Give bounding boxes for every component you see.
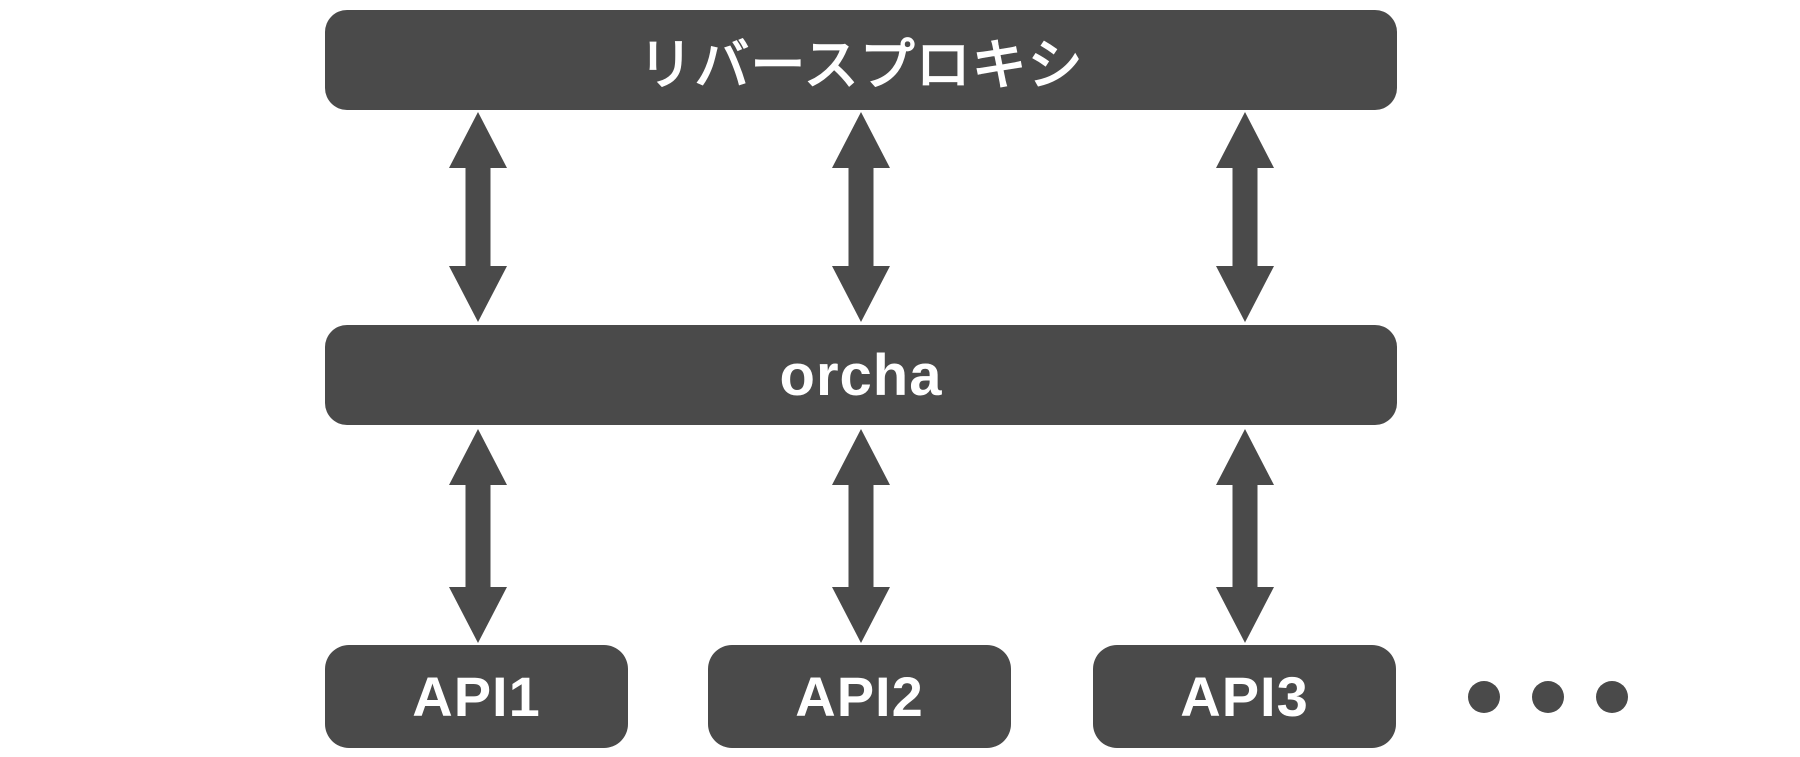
orcha-label: orcha xyxy=(779,342,943,408)
api2-label: API2 xyxy=(795,665,924,728)
arrow-proxy-orcha-3 xyxy=(1215,112,1275,322)
ellipsis-dot xyxy=(1468,681,1500,713)
node-reverse-proxy: リバースプロキシ xyxy=(325,10,1397,110)
arrow-shaft xyxy=(465,481,491,591)
api1-label: API1 xyxy=(412,665,541,728)
api3-label: API3 xyxy=(1180,665,1309,728)
arrow-orcha-api3 xyxy=(1215,429,1275,643)
arrow-shaft xyxy=(465,164,491,270)
arrow-proxy-orcha-2 xyxy=(831,112,891,322)
node-api3: API3 xyxy=(1093,645,1396,748)
ellipsis-dot xyxy=(1532,681,1564,713)
arrow-orcha-api1 xyxy=(448,429,508,643)
arrow-shaft xyxy=(1232,481,1258,591)
arrow-shaft xyxy=(848,164,874,270)
arrow-shaft xyxy=(848,481,874,591)
arrow-orcha-api2 xyxy=(831,429,891,643)
arrow-shaft xyxy=(1232,164,1258,270)
reverse-proxy-label: リバースプロキシ xyxy=(638,34,1084,96)
node-orcha: orcha xyxy=(325,325,1397,425)
ellipsis-more-apis xyxy=(1468,681,1628,713)
arrow-proxy-orcha-1 xyxy=(448,112,508,322)
node-api1: API1 xyxy=(325,645,628,748)
ellipsis-dot xyxy=(1596,681,1628,713)
node-api2: API2 xyxy=(708,645,1011,748)
